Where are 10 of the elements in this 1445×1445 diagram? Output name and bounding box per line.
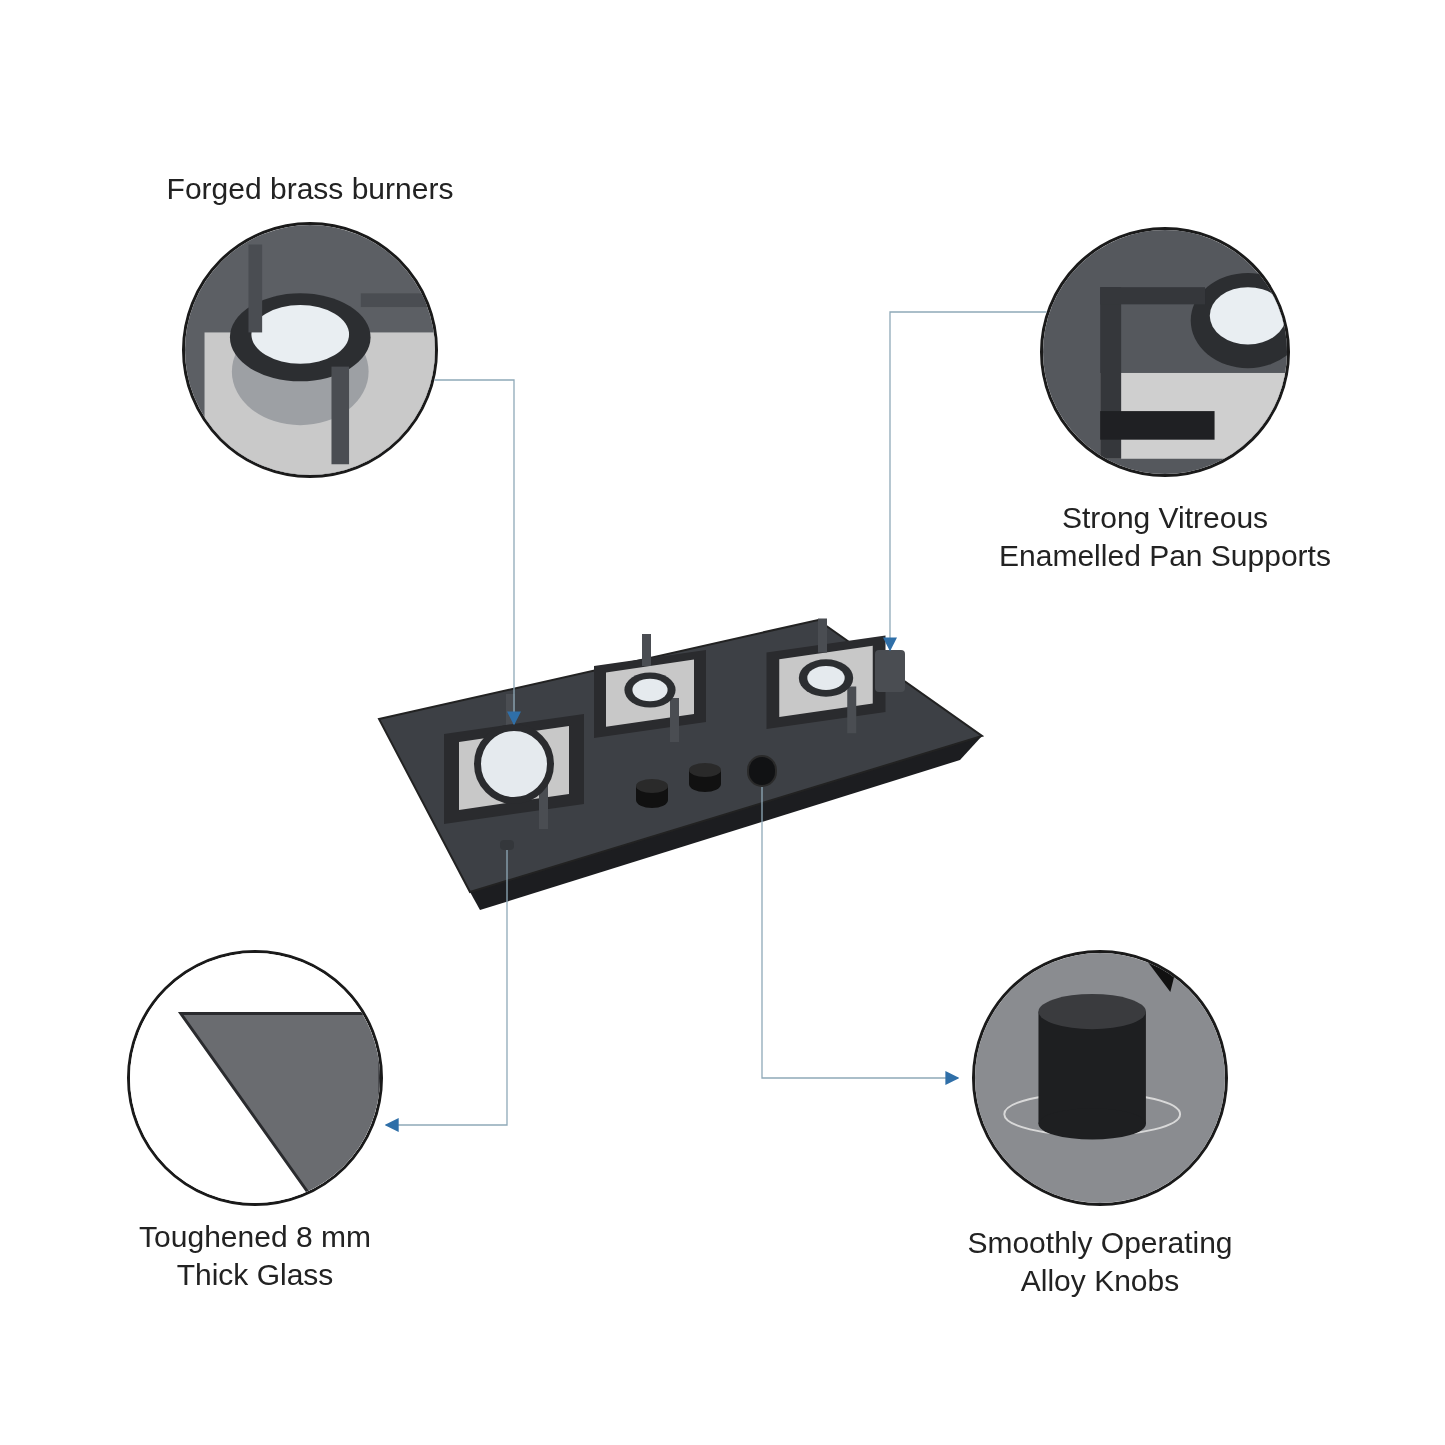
feature-caption: Strong Vitreous Enamelled Pan Supports bbox=[998, 500, 1332, 574]
leader-arrow bbox=[433, 379, 521, 726]
feature-caption: Toughened 8 mm Thick Glass bbox=[138, 1219, 372, 1293]
glass-surface-spot bbox=[500, 840, 514, 850]
feature-caption: Smoothly Operating Alloy Knobs bbox=[966, 1225, 1234, 1299]
pan-support bbox=[875, 650, 905, 692]
leader-arrow bbox=[883, 311, 1048, 652]
feature-caption: Forged brass burners bbox=[166, 171, 454, 207]
leader-arrow bbox=[384, 849, 508, 1132]
leader-arrow bbox=[761, 786, 960, 1085]
